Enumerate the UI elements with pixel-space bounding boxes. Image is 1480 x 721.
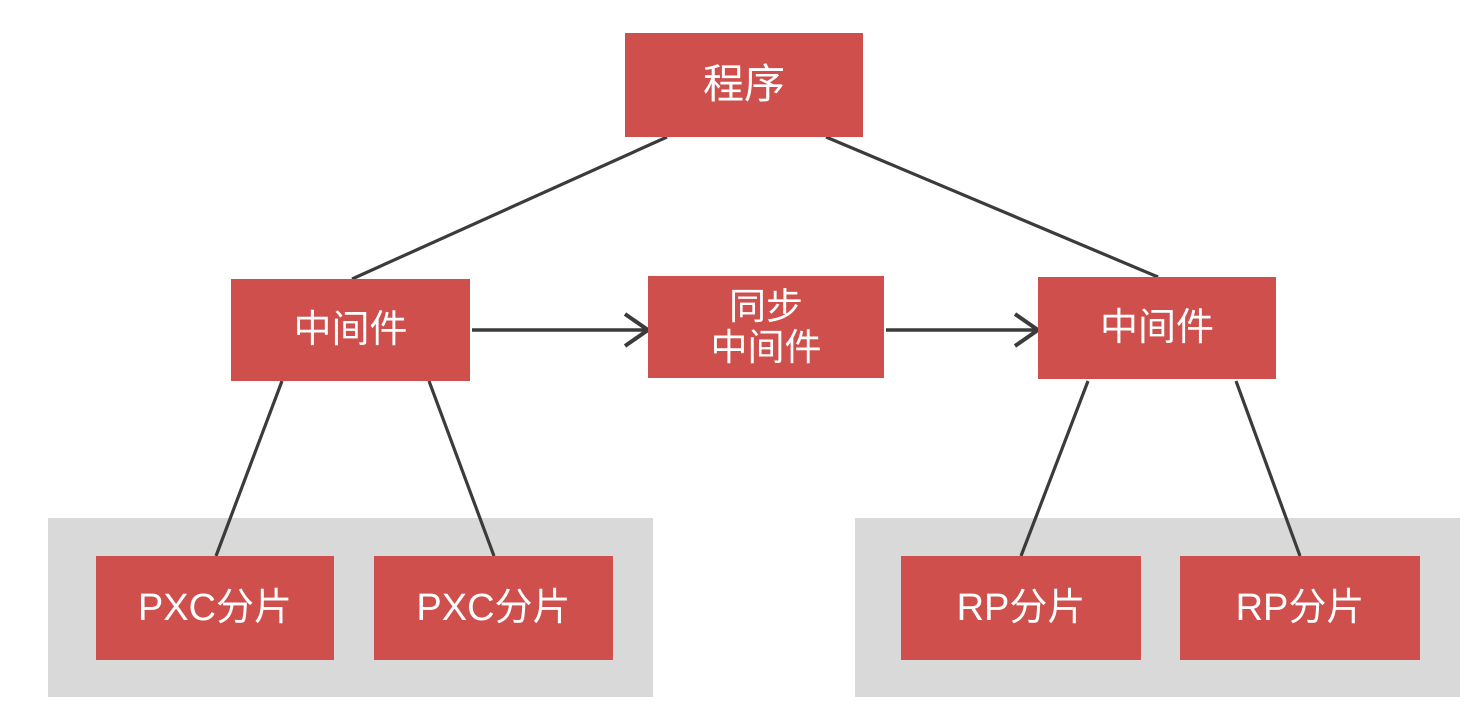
node-pxc-shard-2-label: PXC分片 [416, 586, 571, 629]
node-rp-shard-1[interactable]: RP分片 [901, 556, 1141, 660]
node-pxc-shard-2[interactable]: PXC分片 [374, 556, 613, 660]
edge-app-to-middleware-right [825, 135, 1159, 279]
node-pxc-shard-1-label: PXC分片 [137, 586, 293, 629]
arrowhead-to-middleware-right [1013, 312, 1042, 348]
arrowhead-to-sync [623, 312, 652, 348]
node-rp-shard-2-label: RP分片 [1235, 586, 1365, 629]
node-middleware-right[interactable]: 中间件 [1038, 277, 1276, 379]
node-app[interactable]: 程序 [625, 33, 863, 137]
node-middleware-right-label: 中间件 [1099, 306, 1214, 349]
node-app-label: 程序 [703, 61, 785, 108]
node-middleware-left-label: 中间件 [293, 308, 408, 351]
node-sync-middleware[interactable]: 同步 中间件 [648, 276, 884, 378]
node-sync-middleware-label: 同步 中间件 [710, 285, 822, 368]
node-middleware-left[interactable]: 中间件 [231, 279, 470, 381]
node-pxc-shard-1[interactable]: PXC分片 [96, 556, 334, 660]
node-rp-shard-2[interactable]: RP分片 [1180, 556, 1420, 660]
edge-app-to-middleware-left [351, 135, 668, 281]
node-rp-shard-1-label: RP分片 [956, 586, 1086, 629]
